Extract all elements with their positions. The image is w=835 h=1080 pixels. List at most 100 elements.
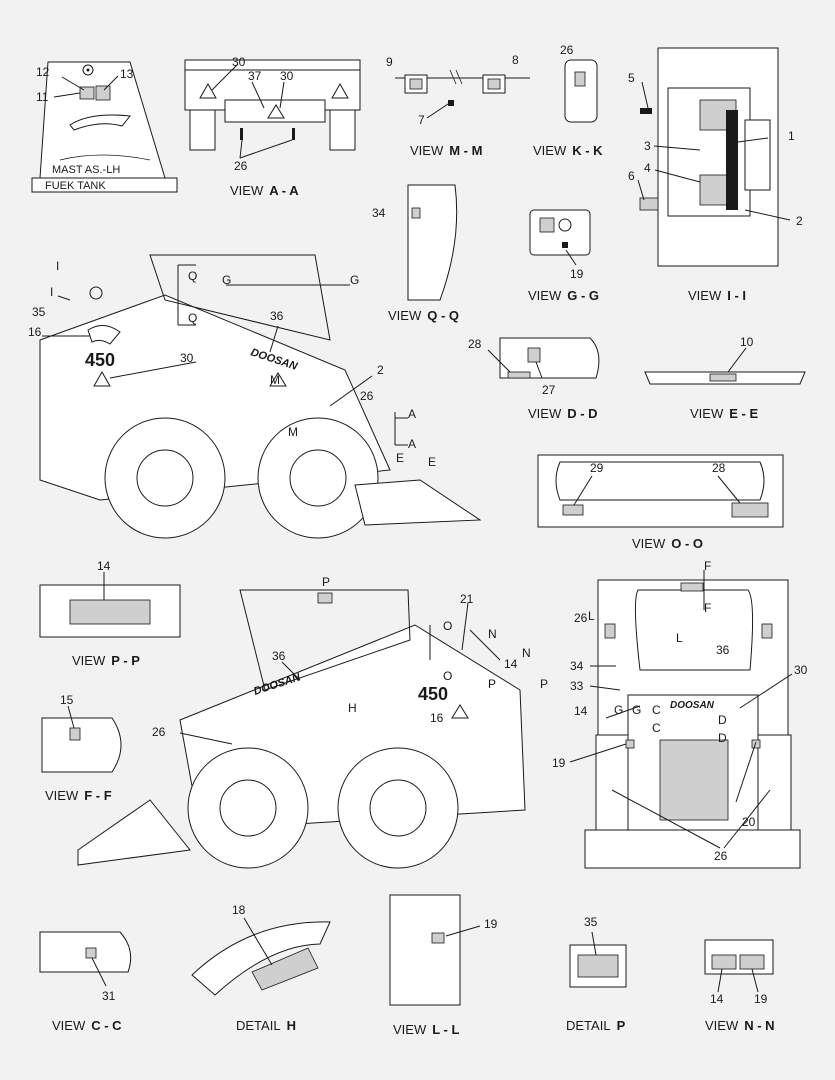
callout-30: 30 <box>794 663 808 677</box>
loader-rear-view: F F L L 26 34 33 14 19 36 30 G G C C D D… <box>552 559 808 869</box>
mast-label: MAST AS.-LH <box>52 164 120 176</box>
callout-22: 26 <box>152 725 166 739</box>
callout-6: 6 <box>628 169 635 183</box>
callout-26: 27 <box>542 383 556 397</box>
view-letter-c: C <box>652 703 661 717</box>
callout-27: 28 <box>712 461 726 475</box>
callout-2: 2 <box>796 214 803 228</box>
view-letter-m: M <box>270 373 280 387</box>
view-letter-d: D <box>718 713 727 727</box>
callout-21: 20 <box>742 815 756 829</box>
model-badge: 450 <box>85 350 115 370</box>
callout-16: 16 <box>28 325 42 339</box>
view-p-p-drawing: 14 <box>39 559 181 638</box>
callout-11: 11 <box>36 90 49 104</box>
callout-14: 14 <box>504 657 518 671</box>
callout-36: 36 <box>270 309 284 323</box>
fuel-tank-label: FUEK TANK <box>45 180 106 192</box>
view-letter-p: P <box>540 677 548 691</box>
callout-30: 30 <box>180 351 194 365</box>
callout-22: 26 <box>560 43 574 57</box>
callout-9: 9 <box>386 55 393 69</box>
callout-12: 12 <box>36 65 50 79</box>
view-l-l-drawing: 19 <box>389 894 498 1006</box>
view-q-q-drawing: 34 <box>372 184 458 301</box>
view-letter-n: N <box>488 627 497 641</box>
callout-3: 3 <box>644 139 651 153</box>
callout-32: 35 <box>32 305 46 319</box>
view-d-d-drawing: 28 27 <box>468 337 600 397</box>
view-letter-m: M <box>288 425 298 439</box>
callout-19: 19 <box>484 917 498 931</box>
callout-35: 35 <box>584 915 598 929</box>
callout-20: 19 <box>570 267 584 281</box>
detail-p-drawing: 35 <box>569 915 627 988</box>
callout-30b: 30 <box>280 69 294 83</box>
callout-22: 26 <box>714 849 728 863</box>
view-letter-l: L <box>588 609 595 623</box>
view-letter-e: E <box>428 455 436 469</box>
callout-14: 14 <box>97 559 111 573</box>
view-letter-p: P <box>322 575 330 589</box>
callout-22: 26 <box>574 611 588 625</box>
brand-decal: DOOSAN <box>670 700 715 711</box>
callout-4: 4 <box>644 161 651 175</box>
view-letter-c: C <box>652 721 661 735</box>
view-letter-h: H <box>348 701 357 715</box>
callout-20: 19 <box>552 756 566 770</box>
model-badge: 450 <box>418 684 448 704</box>
callout-36: 36 <box>716 643 730 657</box>
callout-29: 31 <box>102 989 116 1003</box>
view-letter-o: O <box>443 669 452 683</box>
view-a-a-drawing: 30 37 30 26 <box>184 55 361 173</box>
view-c-c-drawing: 31 <box>39 931 132 1003</box>
view-letter-f: F <box>704 601 711 615</box>
callout-37: 37 <box>248 69 262 83</box>
view-letter-i: G <box>222 273 231 287</box>
callout-15: 15 <box>60 693 74 707</box>
callout-22: 26 <box>234 159 248 173</box>
view-o-o-drawing: 29 28 <box>537 454 784 528</box>
view-letter-k: I <box>56 259 59 273</box>
callout-31: 34 <box>372 206 386 220</box>
view-letter-k: I <box>50 285 53 299</box>
callout-18: 18 <box>232 903 246 917</box>
view-k-k-drawing: 26 <box>560 43 598 123</box>
detail-h-drawing: 18 <box>191 903 331 996</box>
callout-14: 14 <box>710 992 724 1006</box>
view-g-g-drawing: 19 <box>529 209 591 281</box>
view-letter-a: A <box>408 407 416 421</box>
view-letter-g: G <box>632 703 641 717</box>
callout-16: 16 <box>430 711 444 725</box>
view-letter-g: G <box>614 703 623 717</box>
view-letter-a: A <box>408 437 416 451</box>
callout-2: 2 <box>377 363 384 377</box>
loader-right-side: P 21 O O N N 14 P P 36 H 16 26 450 DOOSA… <box>77 575 548 869</box>
view-letter-l: L <box>676 631 683 645</box>
view-letter-i: G <box>350 273 359 287</box>
callout-30a: 30 <box>232 55 246 69</box>
view-i-i-drawing: 1 3 4 5 6 2 <box>628 47 803 267</box>
view-letter-q: Q <box>188 311 197 325</box>
mast-fuel-tank-view: 12 11 13 MAST AS.-LH FUEK TANK <box>31 61 178 193</box>
view-letter-d: D <box>718 731 727 745</box>
loader-left-side: I I 35 16 Q Q G G 36 30 2 26 M M A A E E… <box>28 254 482 539</box>
view-letter-e: E <box>396 451 404 465</box>
callout-19: 19 <box>754 992 768 1006</box>
callout-13: 13 <box>120 67 134 81</box>
